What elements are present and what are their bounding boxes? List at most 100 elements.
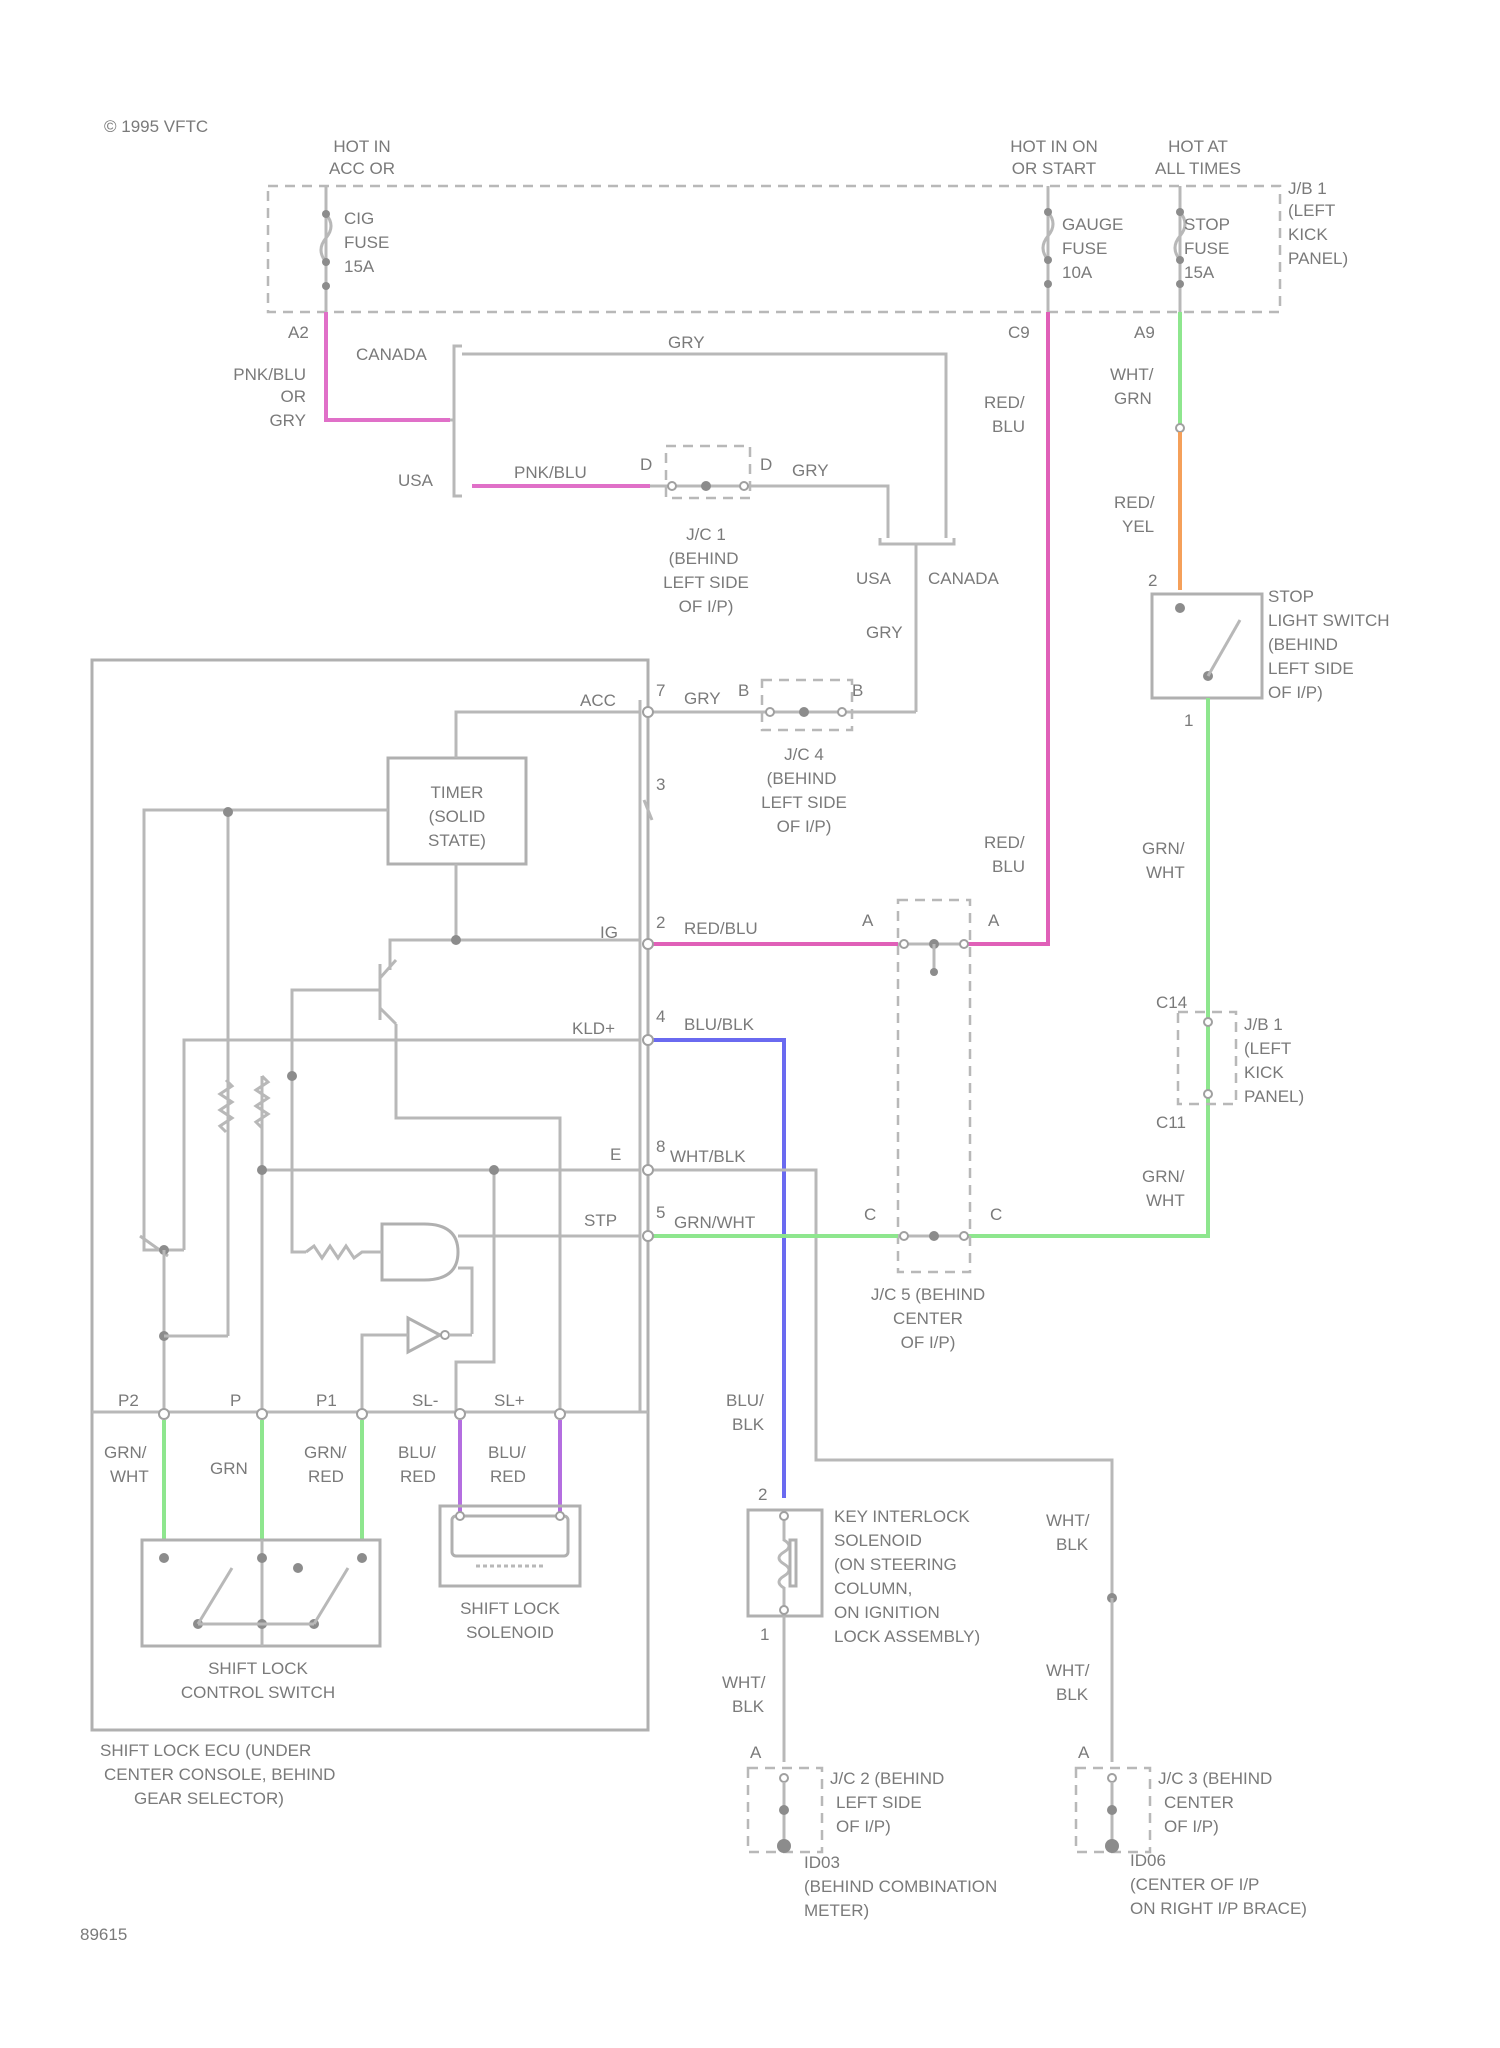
cig-fuse — [321, 186, 331, 312]
jc5-term-a-left: A — [862, 911, 874, 930]
wire-label-acc-gry: GRY — [684, 689, 721, 708]
ecu-pin-sl-plus: SL+ — [494, 1391, 525, 1410]
ecu-pin-acc: ACC — [580, 691, 616, 710]
ecu-pin-p2: P2 — [118, 1391, 139, 1410]
terminal-a9: A9 — [1134, 323, 1155, 342]
jc3-term-a: A — [1078, 1743, 1090, 1762]
bottom-wire-label-p1: GRN/RED — [304, 1443, 347, 1486]
stop-light-switch — [1152, 594, 1262, 698]
stop-switch-pin-1: 1 — [1184, 711, 1193, 730]
ecu-pin-acc-num: 7 — [656, 681, 665, 700]
wire-label-gry-mid: GRY — [866, 623, 903, 642]
key-solenoid-pin-1: 1 — [760, 1625, 769, 1644]
wire-label-wht-grn: WHT/GRN — [1110, 365, 1154, 408]
wire-gry-usa — [760, 486, 888, 538]
jc4-term-right: B — [852, 681, 863, 700]
jc4-label: J/C 4(BEHIND LEFT SIDEOF I/P) — [761, 745, 847, 836]
wire-label-red-yel: RED/YEL — [1114, 493, 1155, 536]
wire-label-stp-grn-wht: GRN/WHT — [674, 1213, 755, 1232]
usa-canada-merge — [880, 538, 954, 544]
jb1-c11: C11 — [1156, 1113, 1186, 1132]
shift-lock-ecu — [92, 660, 648, 1730]
ground-id03 — [777, 1839, 791, 1853]
and-gate — [382, 1224, 458, 1280]
jc5-term-c-left: C — [864, 1205, 876, 1224]
wire-label-gry-usa: GRY — [792, 461, 829, 480]
jc1-term-left: D — [640, 455, 652, 474]
wire-label-wht-blk-left: WHT/BLK — [722, 1673, 766, 1716]
resistor-1 — [220, 1080, 232, 1132]
copyright: © 1995 VFTC — [104, 117, 208, 136]
wire-label-blu-blk: BLU/BLK — [726, 1391, 765, 1434]
ecu-pin-ig-num: 2 — [656, 913, 665, 932]
ecu-pin-kld-num: 4 — [656, 1007, 665, 1026]
ecu-pin-stp: STP — [584, 1211, 617, 1230]
wire-label-wht-blk-right: WHT/BLK — [1046, 1511, 1090, 1554]
bottom-wire-label-sl-minus: BLU/RED — [398, 1443, 436, 1486]
terminal-c9: C9 — [1008, 323, 1030, 342]
jc5-term-a-right: A — [988, 911, 1000, 930]
option-brace — [454, 346, 462, 496]
bottom-wire-label-p2: GRN/WHT — [104, 1443, 149, 1486]
jc4-node — [799, 707, 809, 717]
jb1-c14: C14 — [1156, 993, 1187, 1012]
ecu-pin-e: E — [610, 1145, 621, 1164]
key-solenoid-pin-2: 2 — [758, 1485, 767, 1504]
merge-label-usa: USA — [856, 569, 892, 588]
ecu-pin-p: P — [230, 1391, 241, 1410]
terminal-a2: A2 — [288, 323, 309, 342]
wire-pnk-blu-feed — [326, 312, 450, 420]
bottom-wire-label-p: GRN — [210, 1459, 248, 1478]
jc4-outline — [762, 680, 852, 730]
ground-id06 — [1105, 1839, 1119, 1853]
figure-id: 89615 — [80, 1925, 127, 1944]
gauge-fuse — [1043, 186, 1053, 312]
ecu-pin-stp-num: 5 — [656, 1203, 665, 1222]
wire-label-canada-top: CANADA — [356, 345, 428, 364]
jc5-term-c-right: C — [990, 1205, 1002, 1224]
merge-label-canada: CANADA — [928, 569, 1000, 588]
wire-label-grn-wht-lower: GRN/WHT — [1142, 1167, 1185, 1210]
wire-label-kld-blu-blk: BLU/BLK — [684, 1015, 755, 1034]
wire-grn-wht-stop — [966, 698, 1208, 1236]
ecu-pin-kld: KLD+ — [572, 1019, 615, 1038]
wire-label-e-wht-blk: WHT/BLK — [670, 1147, 746, 1166]
wire-label-red-blu-upper: RED/BLU — [984, 393, 1025, 436]
jc1-node — [701, 481, 711, 491]
jc4-term-left: B — [738, 681, 749, 700]
ecu-pin-e-num: 8 — [656, 1137, 665, 1156]
wire-label-wht-blk-right2: WHT/BLK — [1046, 1661, 1090, 1704]
wire-label-ig-red-blu: RED/BLU — [684, 919, 758, 938]
wire-label-pnk-blu: PNK/BLU — [514, 463, 587, 482]
label-hot-always: HOT ATALL TIMES — [1155, 137, 1241, 178]
jc2-term-a: A — [750, 1743, 762, 1762]
stop-switch-pin-2: 2 — [1148, 571, 1157, 590]
jc1-term-right: D — [760, 455, 772, 474]
wire-label-red-blu-lower: RED/BLU — [984, 833, 1025, 876]
not-gate — [408, 1318, 440, 1352]
junction-block-1-outline — [268, 186, 1280, 312]
ecu-pin-aux-num: 3 — [656, 775, 665, 794]
wire-label-grn-wht-upper: GRN/WHT — [1142, 839, 1185, 882]
wire-label-gry-top: GRY — [668, 333, 705, 352]
wire-label-usa-top: USA — [398, 471, 434, 490]
